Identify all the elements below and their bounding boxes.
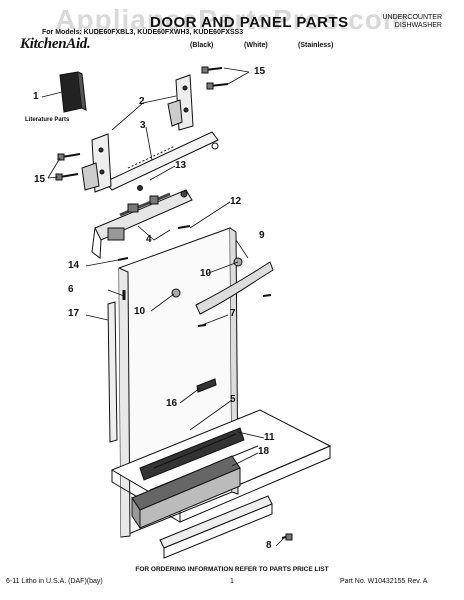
- variant-white: (White): [244, 42, 268, 49]
- litho-info: 6-11 Litho in U.S.A. (DAF)(bay): [6, 578, 103, 585]
- side-trim: [107, 301, 118, 443]
- foam-block: [131, 455, 241, 530]
- callout-7: 7: [230, 308, 236, 319]
- page-number: 1: [230, 578, 234, 585]
- upper-screws: [201, 66, 229, 90]
- callout-4: 4: [146, 234, 152, 245]
- control-console: [91, 189, 193, 259]
- callout-14: 14: [68, 260, 80, 271]
- callout-8: 8: [266, 540, 272, 551]
- variant-stainless: (Stainless): [298, 42, 334, 49]
- literature-booklet: [59, 71, 87, 113]
- watermark: AppliancePartsPros.com: [55, 4, 409, 35]
- callout-2: 2: [139, 96, 145, 107]
- callout-13: 13: [175, 160, 187, 171]
- callout-18: 18: [258, 446, 270, 457]
- upper-right-bracket: [167, 74, 194, 131]
- insulation-strip: [139, 427, 245, 481]
- callout-17: 17: [68, 308, 80, 319]
- variant-black: (Black): [190, 42, 214, 49]
- appliance-type: UNDERCOUNTER DISHWASHER: [372, 14, 443, 30]
- console-screws: [117, 185, 191, 261]
- appliance-line-2: DISHWASHER: [394, 22, 442, 29]
- callout-3: 3: [140, 120, 146, 131]
- callout-5: 5: [230, 394, 236, 405]
- callout-15: 15: [254, 66, 266, 77]
- callout-16: 16: [166, 398, 178, 409]
- literature-parts-label: Literature Parts: [25, 117, 70, 123]
- callout-10b: 10: [134, 306, 146, 317]
- page-title: DOOR AND PANEL PARTS: [150, 14, 349, 31]
- brand-logo: KitchenAid.: [20, 36, 91, 52]
- leader-lines: [41, 67, 285, 547]
- ordering-note: FOR ORDERING INFORMATION REFER TO PARTS …: [135, 566, 329, 573]
- lower-rail: [159, 495, 293, 559]
- callout-10: 10: [200, 268, 212, 279]
- callout-15b: 15: [34, 174, 46, 185]
- part-number: Part No. W10432155 Rev. A: [340, 578, 428, 585]
- callout-9: 9: [259, 230, 265, 241]
- callout-1: 1: [33, 91, 39, 102]
- door-trim-strip: [104, 131, 219, 191]
- appliance-line-1: UNDERCOUNTER: [382, 14, 443, 21]
- callout-12: 12: [230, 196, 242, 207]
- callout-6: 6: [68, 284, 74, 295]
- callout-11: 11: [264, 432, 275, 443]
- models-line: For Models: KUDE60FXBL3, KUDE60FXWH3, KU…: [42, 29, 244, 36]
- left-bracket: [81, 133, 112, 193]
- door-handle: [171, 257, 274, 327]
